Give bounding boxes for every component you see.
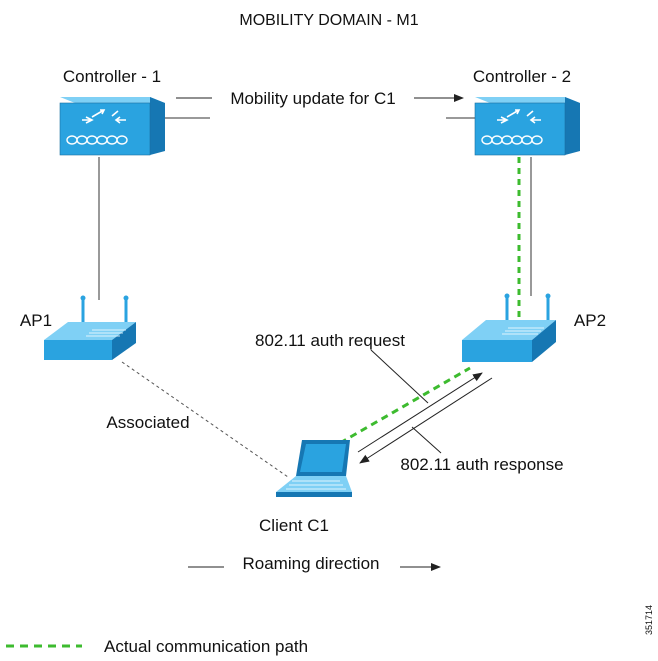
associated-link: [121, 361, 289, 478]
controller-2-label: Controller - 2: [473, 67, 571, 86]
ap1-icon: [44, 295, 136, 360]
auth-request-arrow: [357, 372, 483, 453]
laptop-icon: [276, 440, 352, 497]
mobility-update-label-bg: [210, 106, 446, 128]
roaming-direction-label: Roaming direction: [242, 554, 379, 573]
auth-response-arrow: [359, 377, 493, 464]
communication-path-client-ap: [339, 366, 471, 445]
controller-1-label: Controller - 1: [63, 67, 161, 86]
figure-id: 351714: [644, 605, 654, 635]
ap2-icon: [462, 293, 556, 362]
associated-label: Associated: [106, 413, 189, 432]
controller-1-icon: [59, 97, 165, 156]
auth-response-leader: [411, 426, 442, 454]
legend-label: Actual communication path: [104, 637, 308, 656]
ap1-label: AP1: [20, 311, 52, 330]
auth-request-leader: [370, 349, 429, 404]
auth-response-label: 802.11 auth response: [400, 455, 563, 474]
ap2-label: AP2: [574, 311, 606, 330]
mobility-update-label: Mobility update for C1: [230, 89, 395, 108]
controller-2-icon: [474, 97, 580, 156]
client-label: Client C1: [259, 516, 329, 535]
diagram-title: MOBILITY DOMAIN - M1: [239, 12, 418, 29]
auth-request-label: 802.11 auth request: [255, 331, 405, 350]
